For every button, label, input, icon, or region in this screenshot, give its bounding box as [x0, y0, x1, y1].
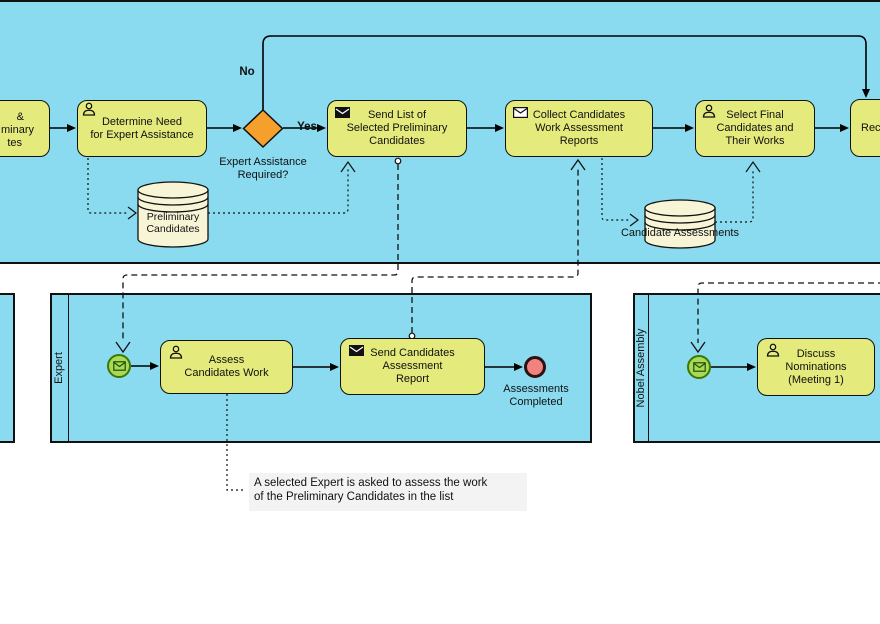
task-send-assessment-report[interactable]: Send Candidates Assessment Report: [340, 338, 485, 395]
task-clipped-left[interactable]: & minary tes: [0, 100, 50, 157]
task-label: Select Final Candidates and Their Works: [716, 109, 794, 147]
pool-left-clipped[interactable]: [0, 293, 15, 443]
flow-selectfinal-to-clippedright[interactable]: [815, 124, 849, 132]
task-label: Discuss Nominations (Meeting 1): [785, 347, 847, 386]
send-envelope-icon: [349, 345, 364, 356]
task-select-final[interactable]: Select Final Candidates and Their Works: [695, 100, 815, 157]
task-label: Send Candidates Assessment Report: [370, 347, 455, 385]
flow-expertstart-to-assess[interactable]: [131, 362, 159, 370]
end-event-assessments-completed[interactable]: [524, 356, 546, 378]
flow-sendlist-to-collect[interactable]: [467, 124, 504, 132]
datastore-preliminary-label: Preliminary Candidates: [146, 211, 200, 235]
task-label: Send List of Selected Preliminary Candid…: [346, 109, 448, 147]
task-clipped-right[interactable]: Rec: [850, 99, 880, 157]
flow-no-label: No: [239, 66, 255, 78]
task-label: Assess Candidates Work: [184, 354, 269, 379]
flow-yes-label: Yes: [297, 121, 317, 133]
task-assess-candidates-work[interactable]: Assess Candidates Work: [160, 340, 293, 394]
datastore-assessments-label: Candidate Assessments: [620, 227, 739, 239]
start-event-expert[interactable]: [107, 354, 131, 378]
user-icon: [82, 102, 96, 116]
user-icon: [702, 104, 716, 118]
message-envelope-icon: [692, 362, 706, 372]
start-event-nobel[interactable]: [687, 355, 711, 379]
messageflow-offscreen-to-nobelstart[interactable]: [690, 282, 880, 354]
pool-expert[interactable]: [50, 293, 592, 443]
flow-assess-to-sendreport[interactable]: [293, 363, 339, 371]
flow-determine-to-gateway[interactable]: [207, 124, 242, 132]
association-assess-to-annotation[interactable]: [226, 394, 246, 491]
expert-lane-band: [52, 295, 69, 441]
send-envelope-icon: [335, 107, 350, 118]
end-event-label: Assessments Completed: [503, 383, 569, 408]
task-collect-reports[interactable]: Collect Candidates Work Assessment Repor…: [505, 100, 653, 157]
task-clipped-left-line1: &: [16, 111, 24, 123]
gateway-question-label: Expert Assistance Required?: [219, 156, 307, 181]
task-label: Collect Candidates Work Assessment Repor…: [532, 109, 626, 147]
nobel-lane-band: [635, 295, 649, 441]
user-icon: [169, 345, 183, 359]
datastore-preliminary-candidates[interactable]: [137, 181, 209, 248]
messageflow-sendreport-to-collect[interactable]: [408, 158, 586, 340]
task-label: Rec: [861, 121, 880, 134]
user-icon: [766, 343, 780, 357]
task-discuss-nominations[interactable]: Discuss Nominations (Meeting 1): [757, 338, 875, 396]
task-label: Determine Need for Expert Assistance: [90, 115, 194, 141]
receive-envelope-icon: [513, 107, 528, 118]
association-assessmentstore-to-selectfinal[interactable]: [715, 160, 761, 223]
datastore-candidate-assessments[interactable]: [644, 199, 716, 249]
association-clippedleft-to-preliminarystore[interactable]: [87, 158, 137, 220]
message-envelope-icon: [112, 361, 126, 371]
gateway-expert-assistance[interactable]: [242, 108, 284, 149]
flow-gateway-no-loop[interactable]: [262, 35, 870, 110]
association-preliminarystore-to-sendlist[interactable]: [208, 160, 356, 214]
messageflow-sendlist-to-expertstart[interactable]: [115, 157, 402, 354]
flow-collect-to-selectfinal[interactable]: [653, 124, 694, 132]
task-send-list[interactable]: Send List of Selected Preliminary Candid…: [327, 100, 467, 157]
task-clipped-left-line3: tes: [7, 137, 22, 149]
association-collect-to-assessmentstore[interactable]: [601, 158, 639, 227]
task-determine-need[interactable]: Determine Need for Expert Assistance: [77, 100, 207, 157]
flow-nobelstart-to-discuss[interactable]: [711, 363, 756, 371]
flow-clippedleft-to-determine[interactable]: [50, 124, 76, 132]
flow-gateway-yes-to-sendlist[interactable]: [283, 124, 326, 132]
flow-sendreport-to-end[interactable]: [485, 363, 523, 371]
task-clipped-left-line2: minary: [0, 124, 34, 136]
text-annotation[interactable]: A selected Expert is asked to assess the…: [249, 473, 527, 511]
